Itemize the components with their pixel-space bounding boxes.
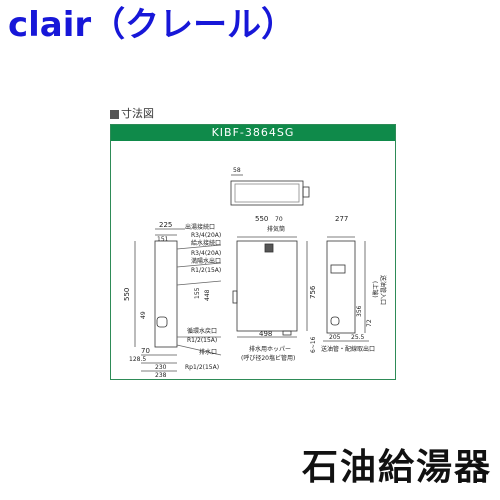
label-hopper: 排水用ホッパー bbox=[249, 345, 291, 353]
top-view bbox=[230, 174, 310, 206]
label-outlet-size: R3/4(20A) bbox=[191, 232, 221, 239]
dim-498: 498 bbox=[259, 330, 272, 338]
dim-70: 70 bbox=[141, 347, 150, 355]
top-view-cap bbox=[302, 186, 310, 198]
label-supply: 給水接続口 bbox=[191, 239, 221, 247]
dim-49: 49 bbox=[140, 311, 147, 319]
dim-70-top: 70 bbox=[275, 216, 283, 223]
label-overflow: 満陽水出口 bbox=[191, 257, 221, 265]
model-header: KIBF-3864SG bbox=[111, 125, 395, 141]
dim-225: 225 bbox=[159, 221, 172, 229]
hopper-fitting bbox=[282, 330, 292, 336]
section-label: 寸法図 bbox=[110, 106, 154, 122]
dim-356: 356 bbox=[356, 305, 363, 317]
dim-72: 72 bbox=[366, 319, 373, 327]
top-view-body bbox=[230, 180, 304, 206]
dim-205: 205 bbox=[329, 334, 341, 341]
dimension-drawing: 58 225 151 550 49 70 128.5 230 238 155 4… bbox=[123, 167, 387, 379]
dim-128: 128.5 bbox=[129, 356, 146, 363]
exhaust-port bbox=[264, 243, 274, 253]
square-bullet-icon bbox=[110, 109, 119, 119]
label-drain-size: Rp1/2(15A) bbox=[185, 364, 219, 371]
right-side-view bbox=[323, 236, 369, 342]
dim-448: 448 bbox=[204, 289, 211, 301]
front-side-fitting bbox=[232, 290, 238, 304]
label-circ: 循環水戻口 bbox=[187, 327, 217, 335]
dim-550h: 550 bbox=[123, 288, 131, 301]
dim-230: 230 bbox=[155, 364, 167, 371]
dim-155: 155 bbox=[194, 287, 201, 299]
label-outlet: 出湯接続口 bbox=[185, 223, 215, 231]
label-hopper-note: (呼び径20塩ビ管用) bbox=[241, 354, 295, 362]
label-exhaust: 排気筒 bbox=[267, 225, 285, 233]
dim-277: 277 bbox=[335, 215, 348, 223]
label-side-note1: (上端) bbox=[371, 281, 379, 298]
dimension-drawing-frame: KIBF-3864SG 58 225 151 550 bbox=[110, 124, 396, 380]
right-side-body bbox=[326, 240, 356, 334]
label-overflow-size: R1/2(15A) bbox=[191, 267, 221, 274]
left-side-view bbox=[134, 228, 222, 372]
label-side-note2: 送油管入口 bbox=[379, 275, 387, 305]
label-supply-size: R3/4(20A) bbox=[191, 250, 221, 257]
label-circ-size: R1/2(15A) bbox=[187, 337, 217, 344]
top-view-inner bbox=[234, 183, 300, 203]
label-drain: 排水口 bbox=[199, 348, 217, 356]
dim-58: 58 bbox=[233, 167, 241, 174]
front-view bbox=[232, 236, 308, 338]
section-label-text: 寸法図 bbox=[121, 107, 154, 120]
right-side-window bbox=[330, 264, 346, 274]
dim-756: 756 bbox=[309, 285, 317, 299]
left-side-body bbox=[154, 240, 178, 348]
left-side-fitting bbox=[156, 316, 168, 328]
dim-616: 6~16 bbox=[310, 336, 317, 353]
brand-title: clair（クレール） bbox=[8, 5, 296, 45]
front-view-body bbox=[236, 240, 298, 332]
dim-550w: 550 bbox=[255, 215, 268, 223]
right-side-fitting bbox=[330, 316, 340, 326]
dim-238: 238 bbox=[155, 372, 167, 379]
dim-151: 151 bbox=[157, 236, 169, 243]
dim-255: 25.5 bbox=[351, 334, 365, 341]
product-title: 石油給湯器 bbox=[301, 447, 492, 488]
label-oil: 送油管・配線取出口 bbox=[321, 345, 375, 353]
